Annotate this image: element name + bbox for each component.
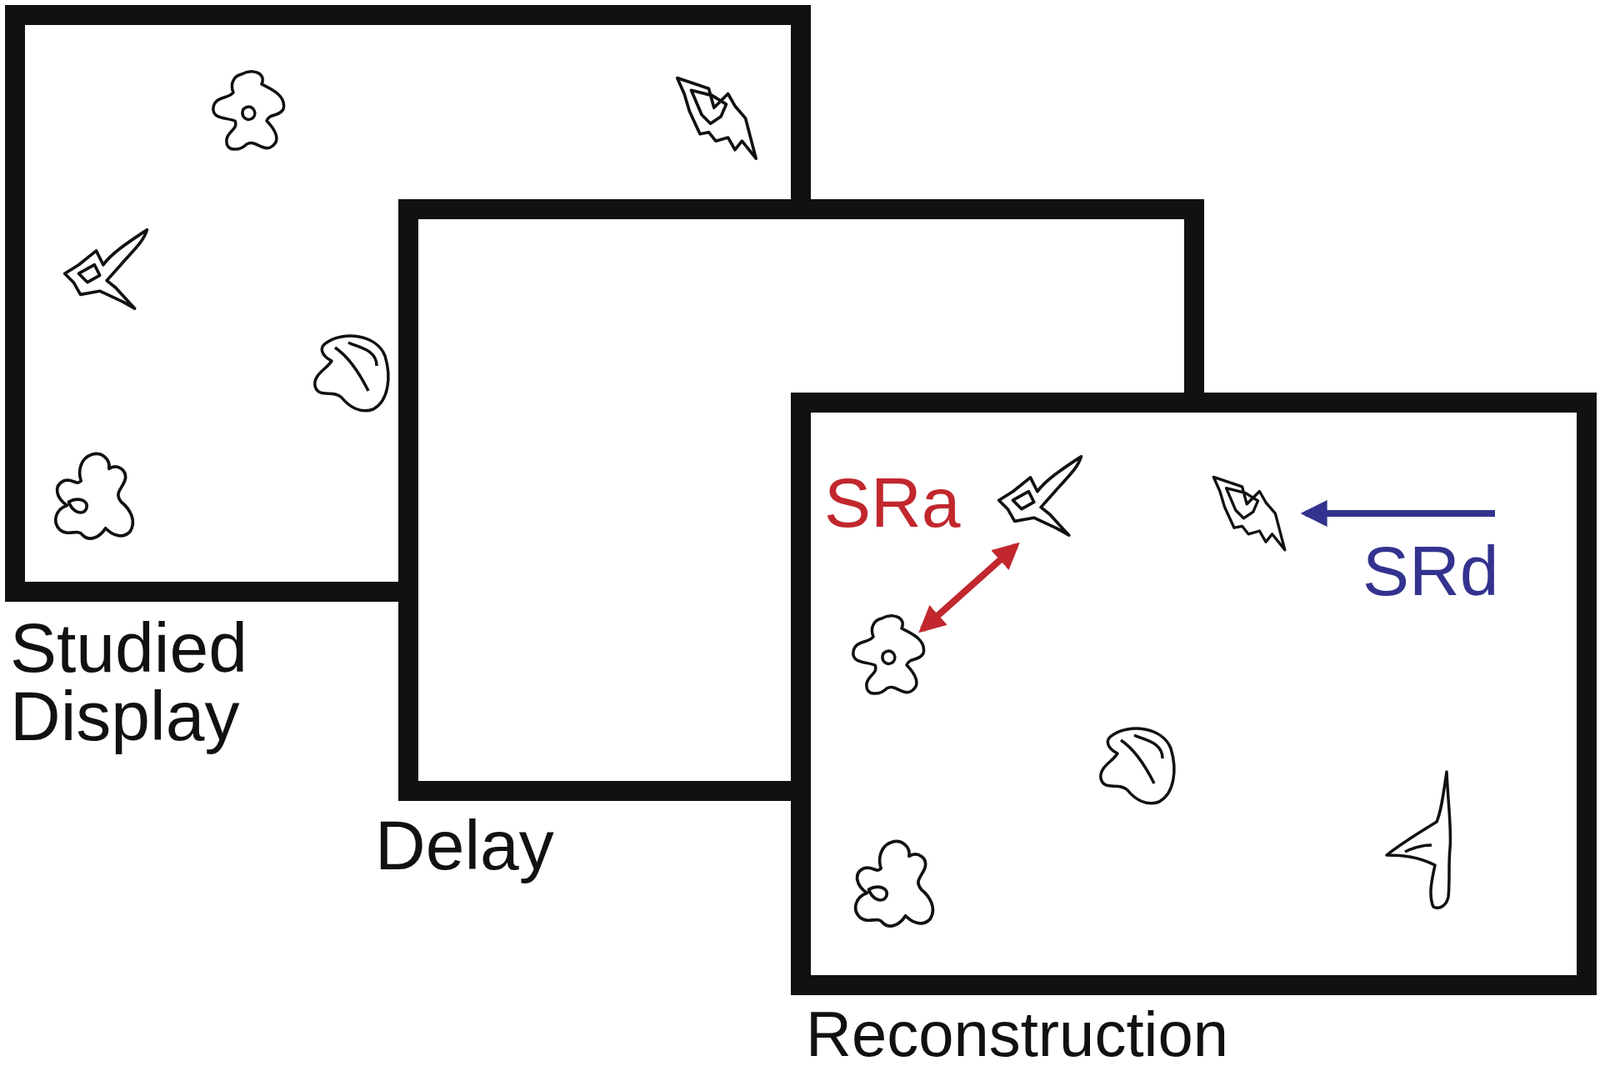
shape-pinch: [1100, 728, 1175, 804]
sra-arrow: [922, 545, 1016, 630]
shape-flower: [855, 841, 934, 926]
panel-caption: Delay: [375, 810, 725, 880]
shape-pinwheel: [853, 615, 925, 694]
srd-arrow: [1305, 510, 1495, 517]
reconstruction-panel: ReconstructionSRaSRd: [790, 392, 1597, 995]
shape-bolt: [1213, 476, 1285, 550]
shape-flower: [55, 454, 134, 539]
srd-label: SRd: [1362, 535, 1499, 606]
panel-caption: Reconstruction: [805, 1003, 1556, 1065]
shape-pinwheel: [213, 71, 285, 150]
shape-bolt: [677, 78, 757, 160]
panel-caption: Studied Display: [10, 613, 360, 751]
shape-pinch: [315, 335, 389, 411]
shape-arrow: [65, 230, 148, 310]
sra-label: SRa: [824, 467, 960, 538]
shape-arrow: [999, 456, 1082, 536]
shape-bird: [1386, 771, 1451, 908]
